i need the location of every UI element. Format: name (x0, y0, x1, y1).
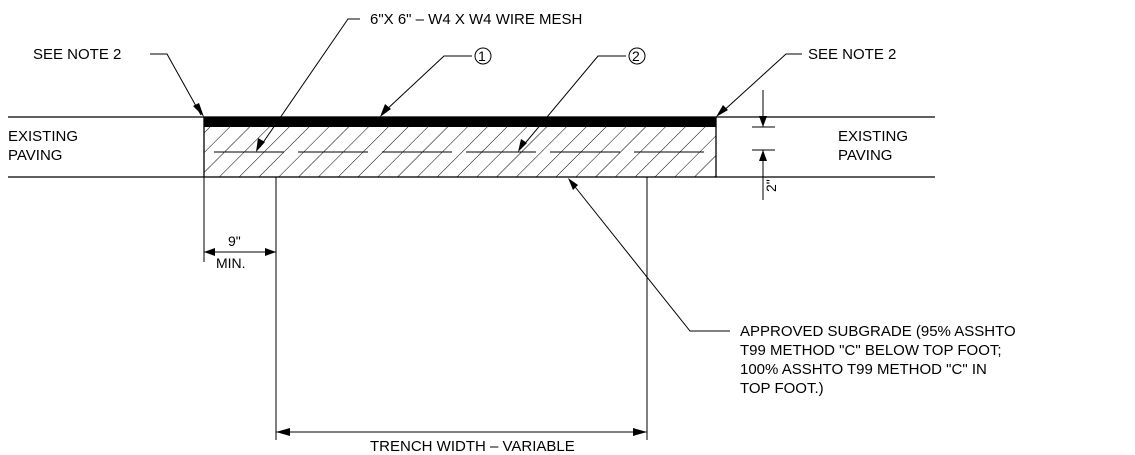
concrete-base-hatch (204, 127, 716, 177)
dim-min-label: MIN. (216, 255, 246, 271)
see-note-right-leader (719, 53, 802, 115)
callout-2-leader (521, 55, 626, 148)
subgrade-line-2: T99 METHOD "C" BELOW TOP FOOT; (740, 342, 1002, 359)
callout-1-number: 1 (478, 48, 486, 64)
slab-outline (203, 116, 717, 178)
callout-1-leader (383, 55, 472, 113)
callout-1-circle (474, 47, 492, 65)
see-note-left-label: SEE NOTE 2 (33, 46, 121, 63)
subgrade-line-3: 100% ASSHTO T99 METHOD "C" IN (740, 361, 987, 378)
see-note-right-label: SEE NOTE 2 (808, 46, 896, 63)
existing-paving-left-label-1: EXISTING (8, 128, 78, 145)
existing-paving-left-label-2: PAVING (8, 147, 62, 164)
trench-width-label: TRENCH WIDTH – VARIABLE (370, 438, 575, 455)
subgrade-line-1: APPROVED SUBGRADE (95% ASSHTO (740, 323, 1016, 340)
wire-mesh-label: 6"X 6" – W4 X W4 WIRE MESH (370, 11, 582, 28)
dim-9-label: 9" (228, 233, 241, 249)
subgrade-leader (571, 182, 730, 332)
callout-2-circle (628, 47, 646, 65)
wearing-course-layer (204, 117, 716, 127)
callout-2-number: 2 (632, 48, 640, 64)
wire-mesh-leader (259, 18, 360, 148)
subgrade-line-4: TOP FOOT.) (740, 380, 824, 397)
see-note-left-leader (150, 53, 202, 116)
existing-paving-right-label-1: EXISTING (838, 128, 908, 145)
dim-2-label: 2" (763, 179, 779, 192)
existing-paving-right-label-2: PAVING (838, 147, 892, 164)
